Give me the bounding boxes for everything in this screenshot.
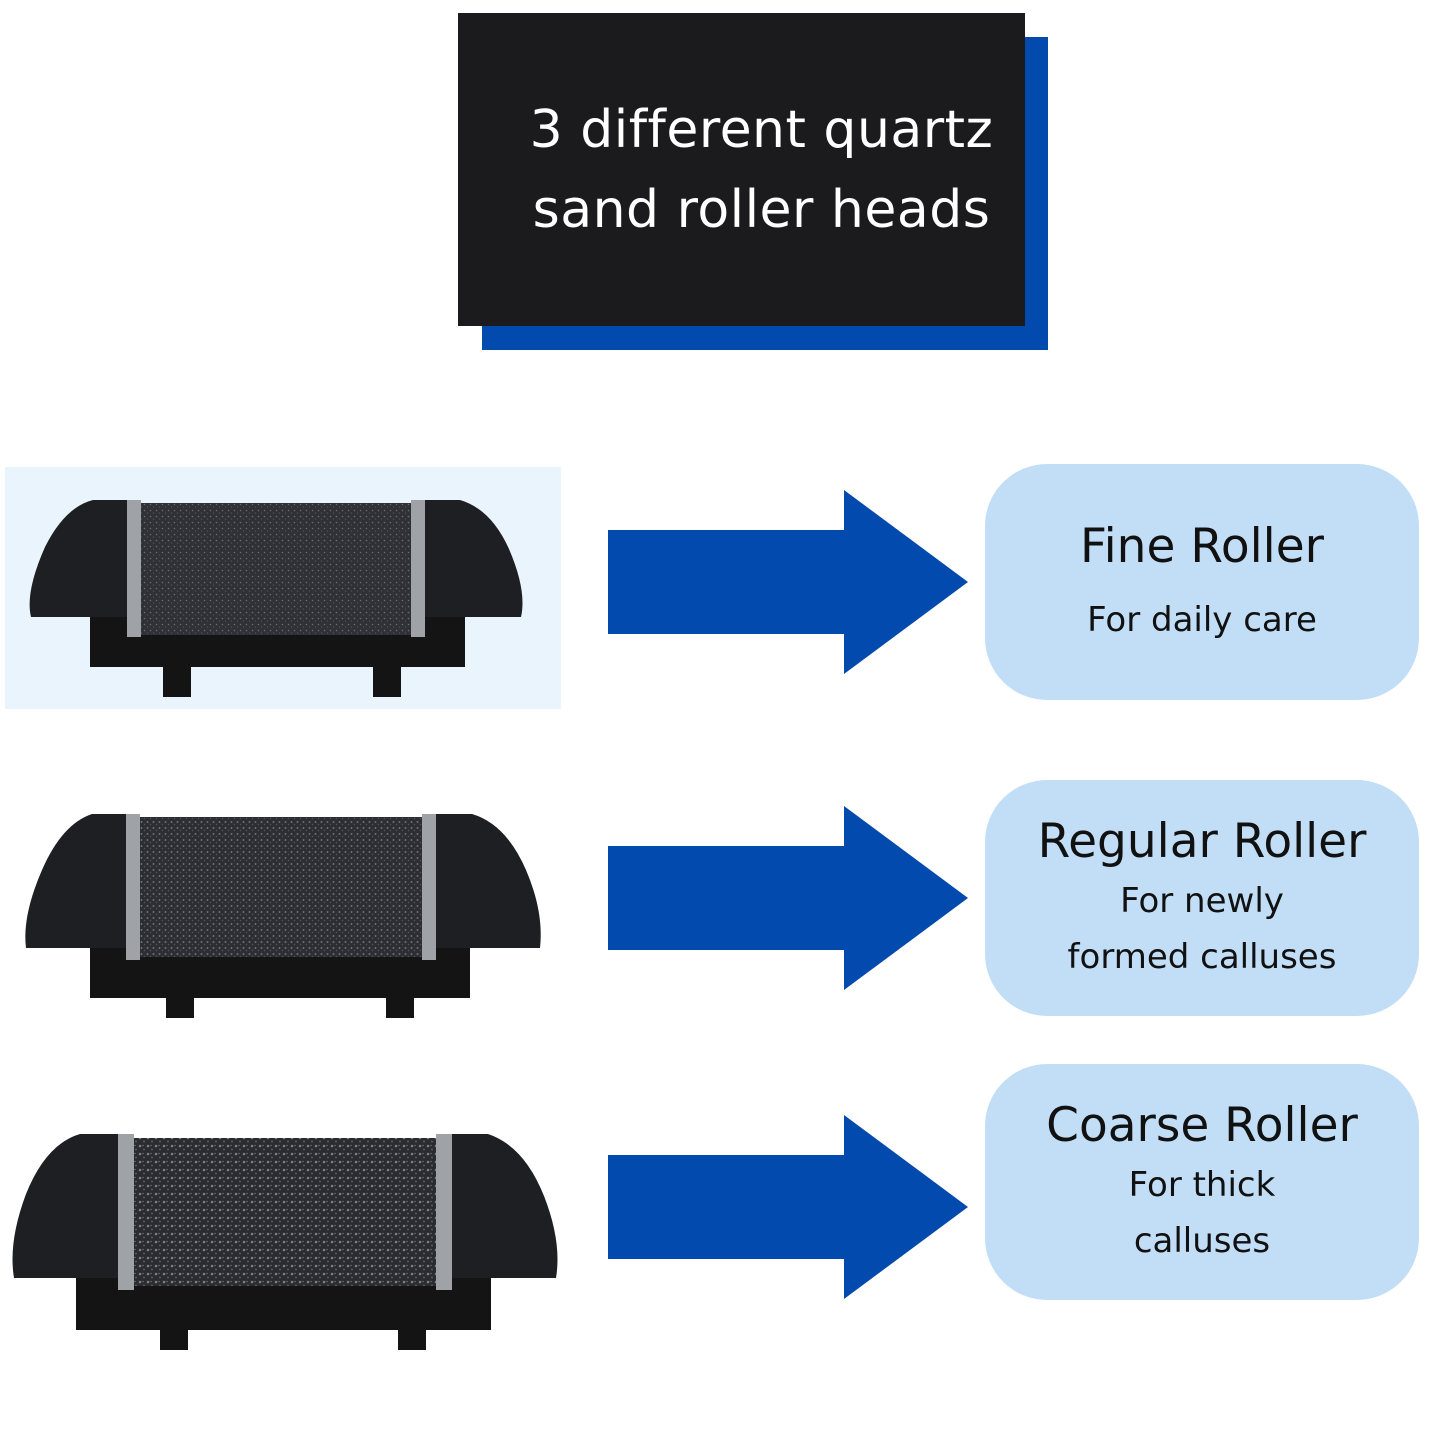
- title-box: 3 different quartz sand roller heads: [458, 13, 1025, 326]
- regular-roller-title: Regular Roller: [1037, 814, 1367, 869]
- regular-roller-card: Regular Roller For newly formed calluses: [985, 780, 1419, 1016]
- right-arrow-icon: [608, 1115, 968, 1299]
- fine-roller-title: Fine Roller: [1080, 519, 1324, 574]
- fine-roller-card: Fine Roller For daily care: [985, 464, 1419, 700]
- coarse-roller-description: For thick calluses: [1128, 1165, 1276, 1261]
- fine-roller-description: For daily care: [1087, 600, 1317, 640]
- coarse-roller-card: Coarse Roller For thick calluses: [985, 1064, 1419, 1300]
- right-arrow-icon: [608, 490, 968, 674]
- regular-roller-image: [20, 808, 548, 1026]
- page-title: 3 different quartz sand roller heads: [529, 99, 994, 240]
- right-arrow-icon: [608, 806, 968, 990]
- regular-roller-description: For newly formed calluses: [1067, 881, 1337, 977]
- fine-roller-image: [5, 467, 561, 709]
- coarse-roller-image: [10, 1128, 560, 1356]
- coarse-roller-title: Coarse Roller: [1046, 1098, 1358, 1153]
